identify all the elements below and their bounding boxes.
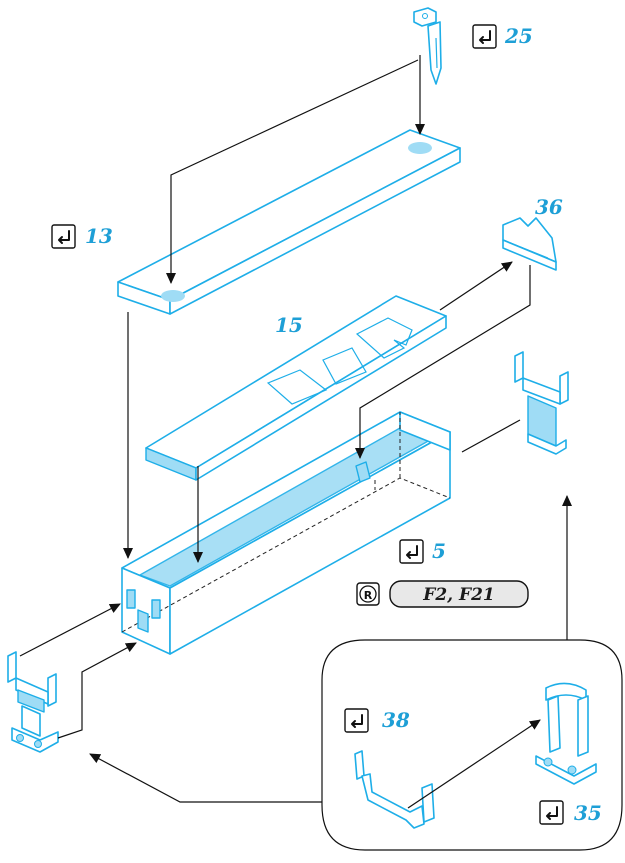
glue-badge-38	[344, 708, 369, 733]
arrow-38-to-35	[407, 719, 541, 809]
part-25-bracket	[413, 7, 442, 85]
side-bracket-left	[7, 651, 59, 753]
part-5-box	[121, 411, 451, 655]
glue-badge-25	[472, 24, 497, 49]
part-35-holder	[535, 682, 597, 785]
glue-badge-13	[51, 224, 76, 249]
part-label-13: 13	[85, 224, 113, 248]
arrow-left-bracket-lower	[57, 642, 137, 739]
glue-badge-5	[399, 539, 424, 564]
part-label-15: 15	[275, 313, 303, 337]
part-38-frame	[354, 750, 435, 829]
part-label-35: 35	[574, 801, 602, 825]
paint-reference: R F2, F21	[356, 580, 529, 608]
part-36-clip	[502, 217, 557, 271]
glue-badge-35	[539, 800, 564, 825]
paint-codes: F2, F21	[422, 585, 494, 605]
part-label-36: 36	[535, 195, 563, 219]
part-label-38: 38	[382, 708, 410, 732]
part-13-plate	[117, 129, 461, 315]
assembly-arrows	[19, 55, 572, 809]
paint-r-icon	[359, 585, 377, 603]
side-bracket-right	[514, 351, 569, 455]
part-15-panel	[145, 295, 447, 481]
arrow-36-up	[439, 261, 513, 311]
part-label-25: 25	[504, 24, 533, 48]
arrow-36-down	[355, 265, 531, 459]
arrow-25-to-plate-left	[166, 59, 419, 284]
paint-symbol: R	[364, 589, 373, 602]
arrow-left-bracket-upper	[19, 603, 121, 657]
part-label-5: 5	[432, 539, 446, 563]
arrow-right-bracket	[461, 419, 521, 453]
arrow-inset-to-left	[89, 753, 322, 803]
